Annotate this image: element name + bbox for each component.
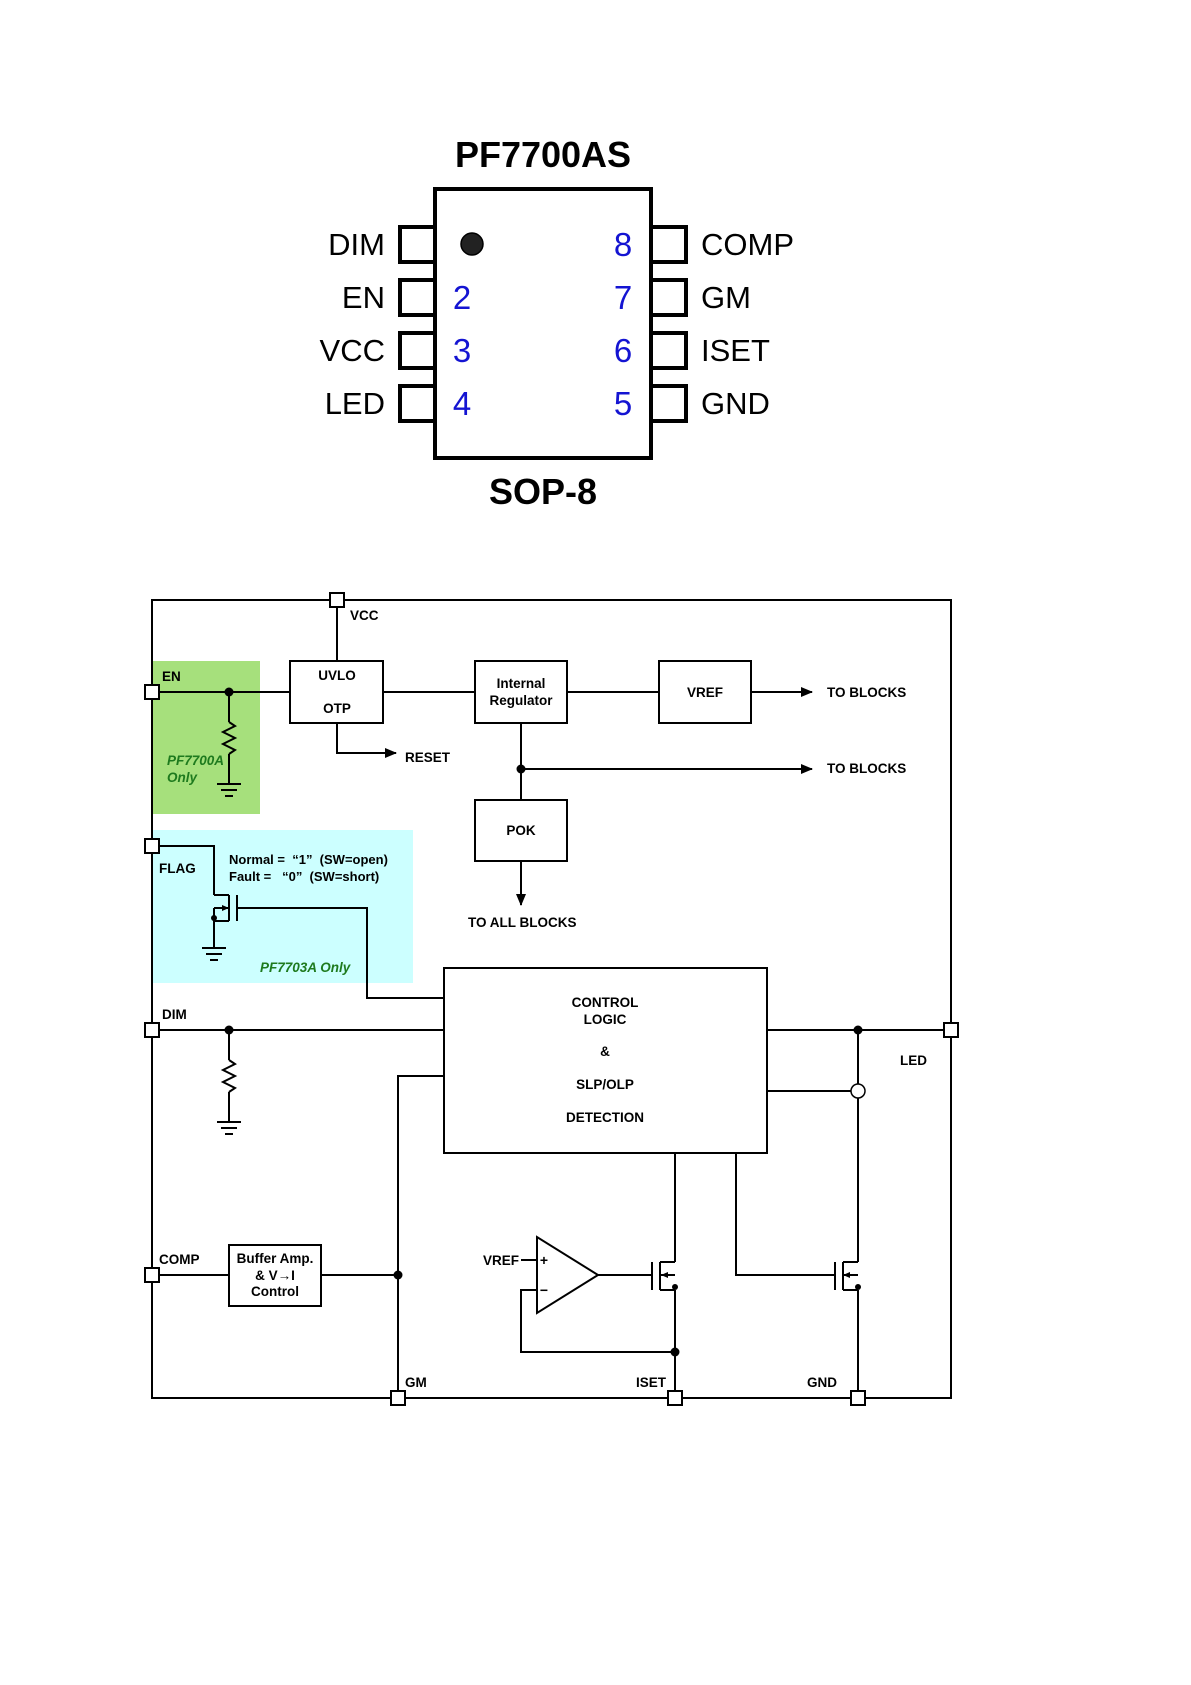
- control-label-line2: LOGIC: [584, 1012, 627, 1027]
- wires: [159, 607, 944, 1391]
- to-blocks-label-2: TO BLOCKS: [827, 761, 906, 776]
- pin-lead-5: [649, 384, 688, 423]
- iset-fet-arrow-icon: [661, 1272, 668, 1278]
- pin-number-4: 4: [453, 385, 471, 422]
- bd-dim-label: DIM: [162, 1007, 187, 1022]
- bd-led-label: LED: [900, 1053, 927, 1068]
- opamp-plus-sign: +: [540, 1252, 548, 1268]
- bd-comp-label: COMP: [159, 1252, 200, 1267]
- vref-block: [658, 660, 752, 724]
- pin-label-comp: COMP: [701, 227, 794, 262]
- internal-regulator-block: [474, 660, 568, 724]
- vref-label: VREF: [687, 685, 723, 700]
- pin-lead-8: [649, 225, 688, 264]
- control-label-line4: SLP/OLP: [576, 1077, 634, 1092]
- opamp-minus-sign: −: [540, 1282, 548, 1298]
- regulator-label-line1: Internal: [497, 676, 546, 691]
- buffer-label-line2: & V→I: [255, 1268, 295, 1283]
- control-label-line5: DETECTION: [566, 1110, 644, 1125]
- dim-pin-icon: [144, 1022, 160, 1038]
- pinout-and-block-diagram: PF7700AS DIM EN VCC LED 2 3 4 8 7 6 5 CO…: [144, 134, 959, 1406]
- pf7700a-only-region: [153, 661, 260, 814]
- pin-number-3: 3: [453, 332, 471, 369]
- part-name: PF7700AS: [455, 134, 631, 175]
- otp-label: OTP: [323, 701, 351, 716]
- pin-label-vcc: VCC: [320, 333, 385, 368]
- pin-label-led: LED: [325, 386, 385, 421]
- flag-pin-icon: [144, 838, 160, 854]
- flag-switch-arrow-icon: [222, 905, 229, 911]
- pf7703a-only-region: [153, 830, 413, 983]
- package-name: SOP-8: [489, 471, 597, 512]
- bd-vcc-label: VCC: [350, 608, 379, 623]
- pin-squares: [144, 592, 959, 1406]
- gnd-fet-arrow-icon: [843, 1272, 850, 1278]
- pin-number-7: 7: [614, 279, 632, 316]
- control-label-line1: CONTROL: [572, 995, 639, 1010]
- comp-pin-icon: [144, 1267, 160, 1283]
- pin-lead-2: [398, 278, 437, 317]
- pin-label-iset: ISET: [701, 333, 770, 368]
- pok-block: [474, 799, 568, 862]
- vcc-pin-icon: [329, 592, 345, 608]
- uvlo-otp-block: [289, 660, 384, 724]
- to-all-blocks-label: TO ALL BLOCKS: [468, 915, 577, 930]
- pin-label-en: EN: [342, 280, 385, 315]
- pin-lead-1: [398, 225, 437, 264]
- buffer-label-line1: Buffer Amp.: [237, 1251, 314, 1266]
- chip-outline: [151, 599, 952, 1399]
- buffer-amp-block: [228, 1244, 322, 1307]
- bd-iset-label: ISET: [636, 1375, 667, 1390]
- pin-lead-3: [398, 331, 437, 370]
- reset-label: RESET: [405, 750, 451, 765]
- buffer-label-line3: Control: [251, 1284, 299, 1299]
- control-logic-block: [443, 967, 768, 1154]
- bd-gm-label: GM: [405, 1375, 427, 1390]
- gnd-pin-icon: [850, 1390, 866, 1406]
- pin-lead-4: [398, 384, 437, 423]
- led-sense-icon: [850, 1083, 866, 1099]
- vref-input-label: VREF: [483, 1253, 519, 1268]
- bd-flag-label: FLAG: [159, 861, 196, 876]
- pin-label-dim: DIM: [328, 227, 385, 262]
- flag-normal-note: Normal = “1” (SW=open): [229, 852, 388, 867]
- pf7703a-note: PF7703A Only: [260, 960, 352, 975]
- en-pin-icon: [144, 684, 160, 700]
- flag-fault-note: Fault = “0” (SW=short): [229, 869, 379, 884]
- bd-en-label: EN: [162, 669, 181, 684]
- pin-lead-7: [649, 278, 688, 317]
- pin-label-gm: GM: [701, 280, 751, 315]
- iset-pin-icon: [667, 1390, 683, 1406]
- bd-gnd-label: GND: [807, 1375, 837, 1390]
- pin1-marker-icon: [460, 232, 484, 256]
- pin-number-6: 6: [614, 332, 632, 369]
- pin-number-2: 2: [453, 279, 471, 316]
- junction-dots: [211, 687, 863, 1357]
- pin-number-5: 5: [614, 385, 632, 422]
- pf7700a-note-line2: Only: [167, 770, 198, 785]
- pin-number-8: 8: [614, 226, 632, 263]
- control-label-line3: &: [600, 1044, 610, 1059]
- pf7700a-note-line1: PF7700A: [167, 753, 224, 768]
- regulator-label-line2: Regulator: [489, 693, 553, 708]
- block-diagram: UVLO OTP Internal Regulator VREF POK CON…: [144, 592, 959, 1406]
- pin-label-gnd: GND: [701, 386, 770, 421]
- to-blocks-label-1: TO BLOCKS: [827, 685, 906, 700]
- pok-label: POK: [506, 823, 536, 838]
- pinout-diagram: PF7700AS DIM EN VCC LED 2 3 4 8 7 6 5 CO…: [320, 134, 794, 512]
- led-pin-icon: [943, 1022, 959, 1038]
- pin-lead-6: [649, 331, 688, 370]
- uvlo-label: UVLO: [318, 668, 356, 683]
- gm-pin-icon: [390, 1390, 406, 1406]
